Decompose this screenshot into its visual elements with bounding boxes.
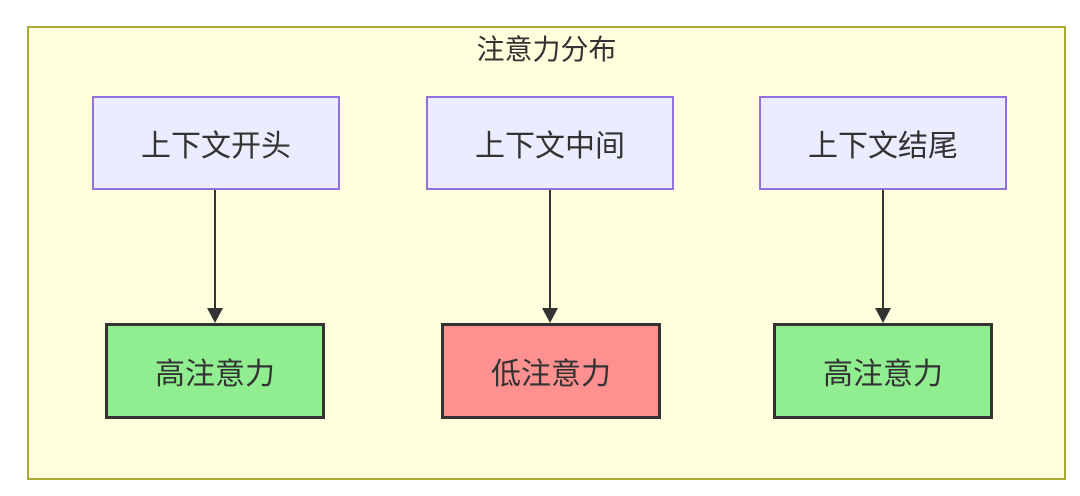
node-high-attention-1: 高注意力 — [105, 323, 325, 419]
arrow-down-icon — [540, 190, 560, 323]
arrow-down-icon — [873, 190, 893, 323]
node-context-beginning: 上下文开头 — [92, 96, 340, 190]
node-high-attention-2: 高注意力 — [773, 323, 993, 419]
node-context-middle: 上下文中间 — [426, 96, 674, 190]
arrow-down-icon — [205, 190, 225, 323]
diagram-canvas: 注意力分布 上下文开头 高注意力 上下文中间 低注意力 上下文结尾 — [27, 26, 1066, 480]
diagram-title: 注意力分布 — [476, 34, 617, 65]
node-low-attention: 低注意力 — [441, 323, 661, 419]
node-context-end: 上下文结尾 — [759, 96, 1007, 190]
